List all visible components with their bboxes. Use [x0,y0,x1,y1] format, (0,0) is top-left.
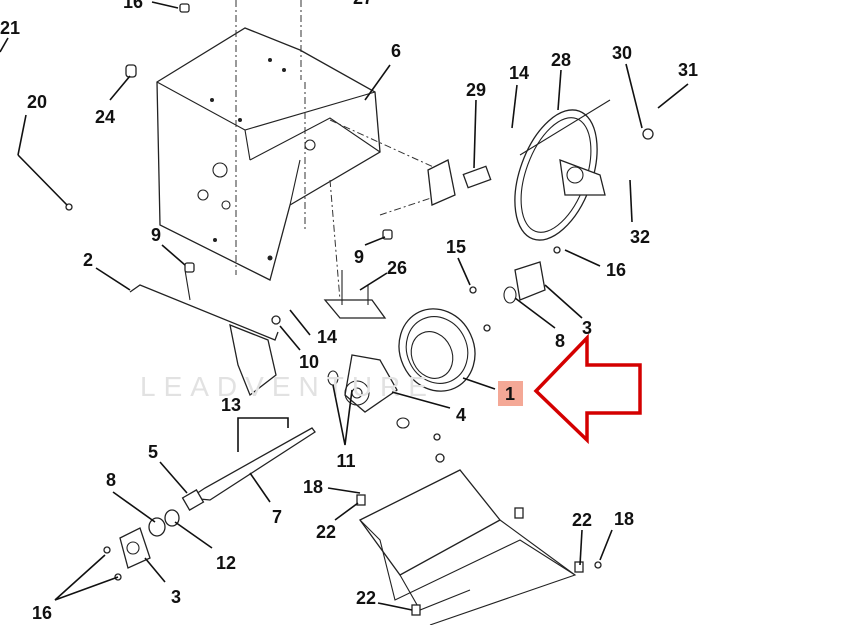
callout-12: 12 [216,553,236,573]
callout-26: 26 [387,258,407,278]
callout-29: 29 [466,80,486,100]
flange-bearing-left [119,527,151,569]
hex-shaft [188,427,316,501]
callout-8: 8 [106,470,116,490]
callout-20: 20 [27,92,47,112]
callout-16: 16 [123,0,143,12]
hardware [65,3,654,581]
callout-32: 32 [630,227,650,247]
callout-3: 3 [171,587,181,607]
callout-5: 5 [148,442,158,462]
leader-lines [0,1,689,611]
support-plate [323,299,387,319]
callout-16: 16 [606,260,626,280]
highlight-box-part-1 [498,381,523,406]
callout-14: 14 [317,327,337,347]
red-arrow-indicator [533,333,642,445]
callout-28: 28 [551,50,571,70]
callout-1-highlighted: 1 [505,384,515,404]
callout-7: 7 [272,507,282,527]
callout-13: 13 [221,395,241,415]
callout-8: 8 [555,331,565,351]
callout-2: 2 [83,250,93,270]
housing-frame [156,0,441,301]
callout-30: 30 [612,43,632,63]
callout-15: 15 [446,237,466,257]
callout-21: 21 [0,18,20,38]
drive-pulley [514,99,611,241]
friction-wheel-part-1 [398,308,476,392]
callout-labels: 16 27 21 20 24 6 29 14 28 30 31 32 9 9 2… [0,0,698,623]
callout-22: 22 [572,510,592,530]
shift-rod [129,284,279,341]
callout-27: 27 [353,0,373,8]
callout-9: 9 [151,225,161,245]
callout-14: 14 [509,63,529,83]
callout-9: 9 [354,247,364,267]
callout-31: 31 [678,60,698,80]
watermark: LEADVENTURE [140,371,435,402]
callout-10: 10 [299,352,319,372]
callout-22: 22 [356,588,376,608]
bottom-frame [356,469,584,625]
callout-3: 3 [582,318,592,338]
flange-bearing-right [514,261,546,301]
callout-22: 22 [316,522,336,542]
callout-11: 11 [336,451,355,471]
callout-24: 24 [95,107,115,127]
callout-4: 4 [456,405,466,425]
bearing-housing [327,354,410,429]
callout-6: 6 [391,41,401,61]
bracket [229,323,277,397]
callout-18: 18 [303,477,323,497]
pivot-bracket [427,159,456,206]
callout-16: 16 [32,603,52,623]
callout-18: 18 [614,509,634,529]
